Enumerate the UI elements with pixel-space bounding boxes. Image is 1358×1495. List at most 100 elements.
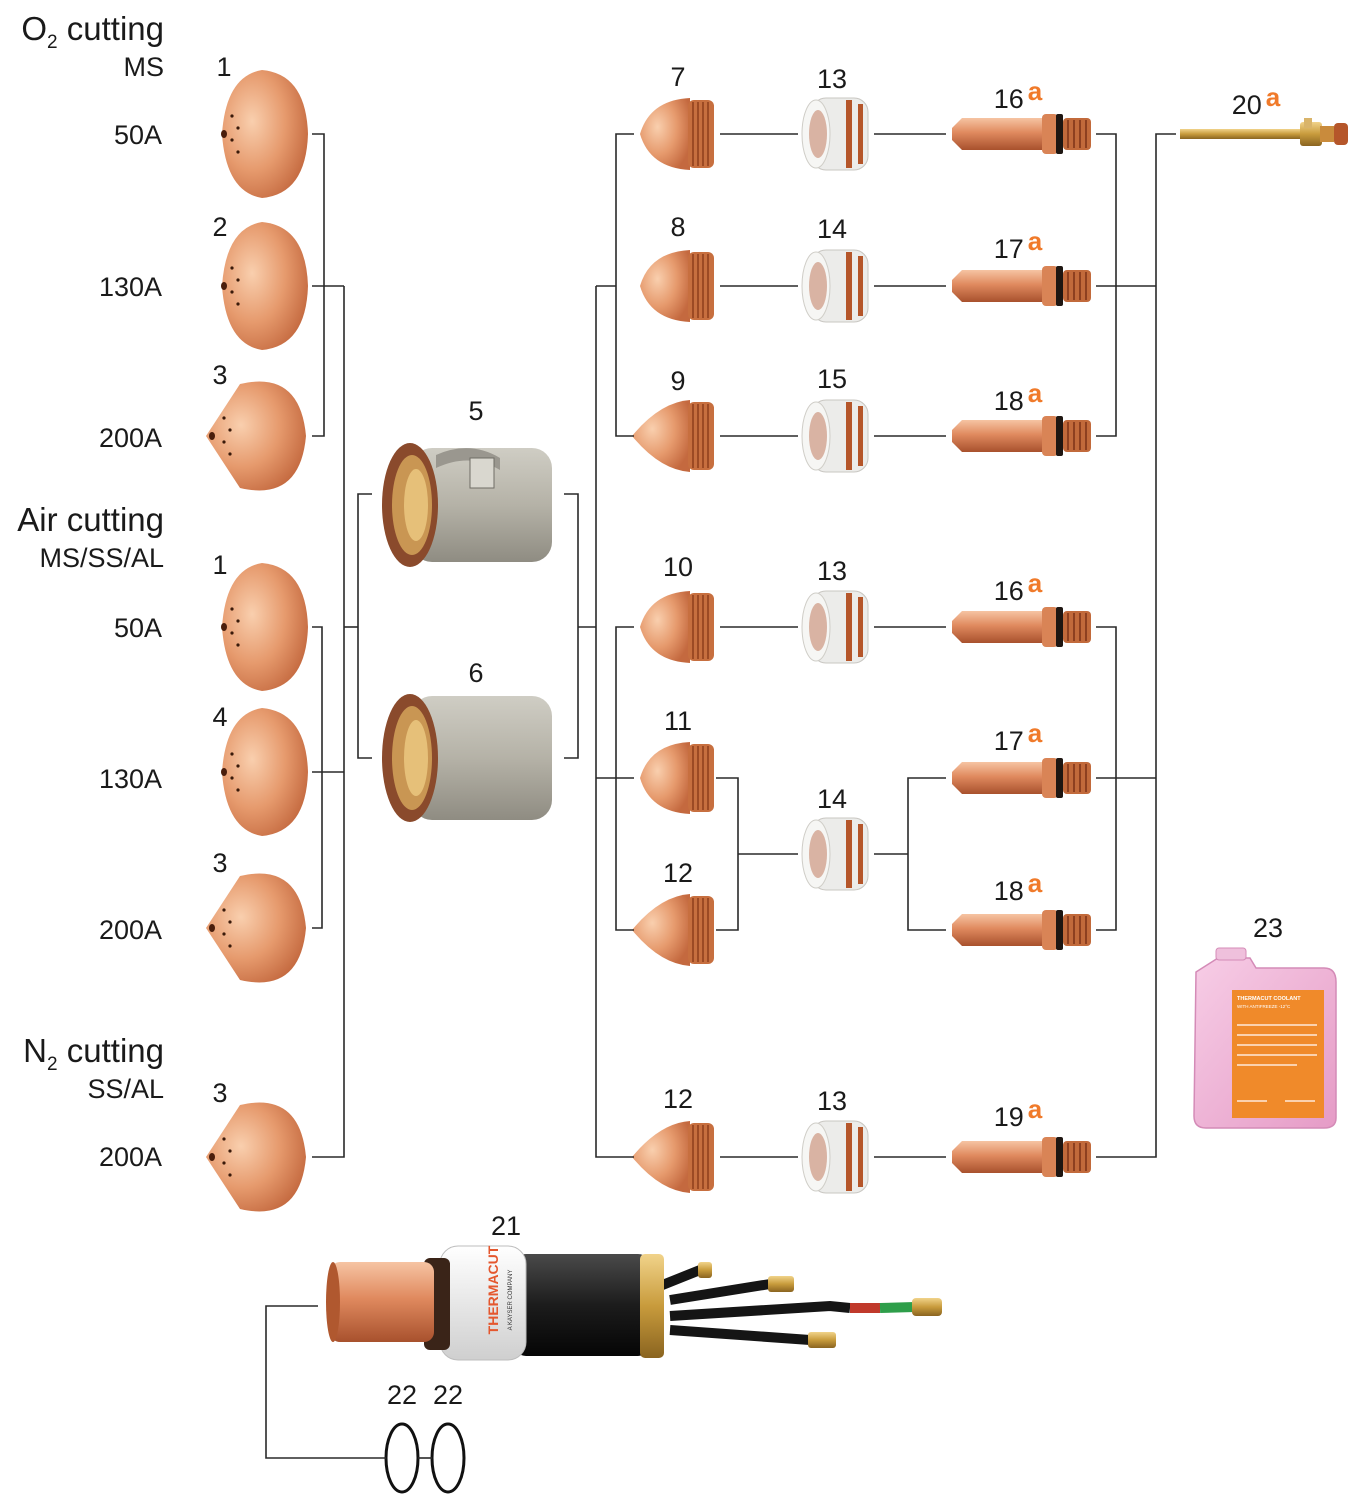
section-title: N2 cutting <box>23 1032 164 1075</box>
part-number: 3 <box>212 1078 227 1108</box>
section-material: MS/SS/AL <box>39 543 164 573</box>
part-number: 7 <box>670 62 685 92</box>
electrode-thread <box>1063 914 1091 946</box>
nozzle-thread-groove <box>697 102 699 166</box>
nozzle-thread <box>688 744 714 812</box>
electrode-oring <box>1056 758 1063 798</box>
shield-hole <box>236 788 240 792</box>
electrode-collar <box>1042 416 1058 456</box>
electrode-thread-groove <box>1073 613 1075 641</box>
shield-hole <box>236 126 240 130</box>
section-material: SS/AL <box>87 1074 164 1104</box>
electrode-thread-groove <box>1085 1143 1087 1171</box>
part-number: 2 <box>212 212 227 242</box>
nozzle-thread-groove <box>707 404 709 468</box>
section-air-cutting: Air cutting MS/SS/AL <box>17 501 164 573</box>
swirl-oring <box>846 402 852 470</box>
nozzle-thread <box>688 100 714 168</box>
shield-hole <box>222 416 226 420</box>
nozzle: 12 <box>632 858 714 966</box>
part-number: 4 <box>212 702 227 732</box>
part-number: 9 <box>670 366 685 396</box>
electrode-thread-groove <box>1085 613 1087 641</box>
cap-body <box>412 696 552 820</box>
torch-copper-front <box>330 1262 434 1342</box>
nozzle-body <box>632 1121 690 1193</box>
shield-hole <box>228 944 232 948</box>
nozzle-thread-groove <box>692 898 694 962</box>
label-title: THERMACUT COOLANT <box>1237 996 1301 1002</box>
shield-orifice <box>221 130 227 138</box>
connector-lines <box>265 133 1176 1459</box>
swirl-ring: 14 <box>801 784 869 891</box>
nozzle-thread-groove <box>697 746 699 810</box>
shield-cap: 3 <box>206 1078 306 1212</box>
part-number: 21 <box>491 1211 521 1241</box>
nozzle-body <box>632 400 690 472</box>
cap-clamp-screw <box>469 457 495 489</box>
electrode-thread-groove <box>1067 613 1069 641</box>
section-n2-cutting: N2 cutting SS/AL <box>23 1032 164 1104</box>
part-number: 10 <box>663 552 693 582</box>
part-number: 3 <box>212 848 227 878</box>
label-subtitle: WITH ANTIFREEZE -12°C <box>1237 1004 1291 1009</box>
shield-hole <box>228 452 232 456</box>
shield-hole <box>228 1149 232 1153</box>
swirl-oring <box>846 252 852 320</box>
part-number: 13 <box>817 64 847 94</box>
nozzle-thread-groove <box>707 898 709 962</box>
part-number: 14 <box>817 214 847 244</box>
electrode-body <box>952 1141 1044 1173</box>
tube-tip <box>1334 123 1348 145</box>
electrode-thread-groove <box>1079 916 1081 944</box>
electrode-thread-groove <box>1085 272 1087 300</box>
shield-hole <box>236 764 240 768</box>
electrode-thread-groove <box>1073 916 1075 944</box>
shield-hole <box>222 932 226 936</box>
part-number: 13 <box>817 1086 847 1116</box>
electrode-thread-groove <box>1073 422 1075 450</box>
nozzle-body <box>640 591 690 663</box>
shield-body <box>206 1102 306 1212</box>
tube-shaft <box>1180 129 1305 139</box>
electrode-thread-groove <box>1067 764 1069 792</box>
electrode-thread <box>1063 611 1091 643</box>
electrode-body <box>952 762 1044 794</box>
part-number: 8 <box>670 212 685 242</box>
electrode-thread-groove <box>1085 120 1087 148</box>
shield-hole <box>230 138 234 142</box>
nozzle-thread-groove <box>707 1125 709 1189</box>
electrode-thread-groove <box>1079 1143 1081 1171</box>
shield-hole <box>222 1161 226 1165</box>
nozzle-thread-groove <box>697 595 699 659</box>
section-title: Air cutting <box>17 501 164 538</box>
shield-body <box>222 222 308 350</box>
part-number: 12 <box>663 858 693 888</box>
electrode-thread-groove <box>1067 422 1069 450</box>
part-number: 12 <box>663 1084 693 1114</box>
tube-thread <box>1320 126 1334 142</box>
part-number: 13 <box>817 556 847 586</box>
shield-cap: 4 <box>212 702 308 836</box>
nozzle-body <box>632 894 690 966</box>
electrode-thread-groove <box>1085 916 1087 944</box>
part-number: 15 <box>817 364 847 394</box>
shield-hole <box>222 440 226 444</box>
shield-hole <box>228 428 232 432</box>
swirl-oring <box>858 1127 863 1187</box>
electrode-body <box>952 914 1044 946</box>
nozzle: 12 <box>632 1084 714 1193</box>
electrode-thread-groove <box>1073 764 1075 792</box>
nozzle-thread-groove <box>702 404 704 468</box>
shield-hole <box>230 631 234 635</box>
shield-cap: 1 <box>212 550 308 691</box>
nozzle-thread-groove <box>697 254 699 318</box>
